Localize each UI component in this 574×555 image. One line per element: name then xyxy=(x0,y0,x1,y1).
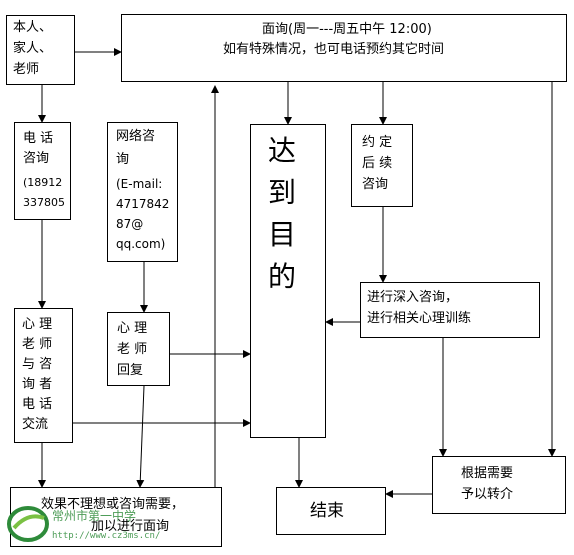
node-followup: 约 定 后 续 咨询 xyxy=(351,124,413,207)
node-exchange-line-3: 与 咨 xyxy=(22,357,53,372)
node-online-line-5: 87@ xyxy=(116,217,144,231)
node-phone-line-2: 咨询 xyxy=(23,151,50,166)
node-end: 结束 xyxy=(276,487,386,535)
node-reply-line-3: 回复 xyxy=(117,363,144,378)
arrow-reply-to-unsatisfied xyxy=(136,385,145,488)
node-followup-line-2: 后 续 xyxy=(362,156,393,171)
node-source: 本人、 家人、 老师 xyxy=(6,15,75,85)
node-goal-char-1: 达 xyxy=(268,134,297,167)
node-followup-line-3: 咨询 xyxy=(362,177,389,192)
node-exchange-line-4: 询 者 xyxy=(22,377,53,392)
node-goal-char-2: 到 xyxy=(268,176,297,209)
node-online-line-3: (E-mail: xyxy=(116,177,163,191)
node-phone-line-4: 337805 xyxy=(23,196,65,209)
node-unsatisfied: 效果不理想或咨询需要， 加以进行面询 xyxy=(10,487,222,547)
node-phone-exchange: 心 理 老 师 与 咨 询 者 电 话 交流 xyxy=(14,308,73,443)
node-exchange-line-2: 老 师 xyxy=(22,337,53,352)
node-source-line-3: 老师 xyxy=(13,62,40,77)
node-goal-char-4: 的 xyxy=(268,260,297,293)
node-face-consult: 面询(周一---周五中午 12:00) 如有特殊情况，也可电话预约其它时间 xyxy=(121,14,567,82)
node-phone-consult: 电 话 咨询 (18912 337805 xyxy=(14,122,71,220)
node-refer-line-1: 根据需要 xyxy=(461,466,514,481)
node-source-line-2: 家人、 xyxy=(13,41,53,56)
node-online-line-2: 询 xyxy=(116,152,130,167)
node-unsatisfied-line-1: 效果不理想或咨询需要， xyxy=(41,497,185,512)
node-face-line-1: 面询(周一---周五中午 12:00) xyxy=(262,22,432,37)
node-face-line-2: 如有特殊情况，也可电话预约其它时间 xyxy=(223,42,445,57)
node-reply-line-2: 老 师 xyxy=(117,342,148,357)
node-goal-char-3: 目 xyxy=(268,218,297,251)
node-followup-line-1: 约 定 xyxy=(362,135,393,150)
node-phone-line-1: 电 话 xyxy=(23,131,54,146)
node-online-line-6: qq.com) xyxy=(116,237,166,251)
node-exchange-line-5: 电 话 xyxy=(22,397,53,412)
node-online-line-4: 4717842 xyxy=(116,197,170,211)
node-end-label: 结束 xyxy=(310,501,344,521)
node-source-line-1: 本人、 xyxy=(13,20,53,35)
node-deep-consult: 进行深入咨询， 进行相关心理训练 xyxy=(360,282,540,338)
node-reply-line-1: 心 理 xyxy=(117,321,148,336)
node-referral: 根据需要 予以转介 xyxy=(432,456,566,514)
node-phone-line-3: (18912 xyxy=(23,176,63,189)
node-exchange-line-6: 交流 xyxy=(22,417,49,432)
node-deep-line-2: 进行相关心理训练 xyxy=(367,311,472,326)
node-unsatisfied-line-2: 加以进行面询 xyxy=(91,519,170,534)
node-teacher-reply: 心 理 老 师 回复 xyxy=(107,312,170,386)
node-refer-line-2: 予以转介 xyxy=(461,487,514,502)
node-exchange-line-1: 心 理 xyxy=(22,317,53,332)
node-online-consult: 网络咨 询 (E-mail: 4717842 87@ qq.com) xyxy=(107,122,178,262)
node-deep-line-1: 进行深入咨询， xyxy=(367,290,459,305)
node-online-line-1: 网络咨 xyxy=(116,129,156,144)
node-goal: 达 到 目 的 xyxy=(250,124,326,438)
